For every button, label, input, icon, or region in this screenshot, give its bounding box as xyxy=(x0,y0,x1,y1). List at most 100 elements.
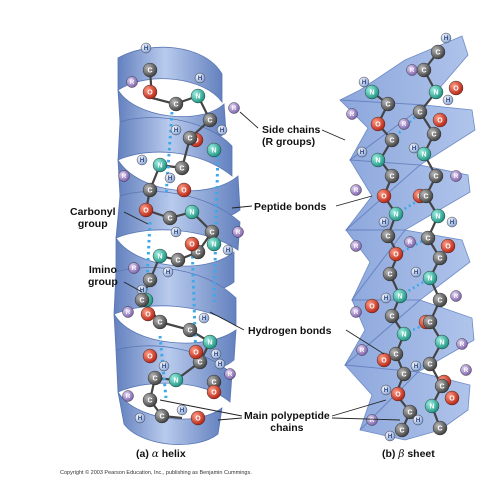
carbon-atom: C xyxy=(134,292,150,308)
hydrogen-atom: H xyxy=(222,244,234,256)
r-group-atom-symbol: R xyxy=(228,372,233,378)
carbon-atom: C xyxy=(142,272,158,288)
hydrogen-atom-symbol: H xyxy=(162,364,166,370)
carbon-atom-symbol: C xyxy=(417,110,422,117)
r-group-atom-symbol: R xyxy=(354,310,359,316)
hydrogen-atom: H xyxy=(410,360,422,372)
oxygen-atom-symbol: O xyxy=(381,358,387,365)
carbon-atom-symbol: C xyxy=(157,320,162,327)
carbon-atom: C xyxy=(147,370,163,386)
r-group-atom-symbol: R xyxy=(460,342,465,348)
hydrogen-atom: H xyxy=(164,172,176,184)
r-group-atom: R xyxy=(346,108,358,120)
carbon-atom: C xyxy=(162,210,178,226)
nitrogen-atom-symbol: N xyxy=(157,254,162,261)
oxygen-atom-symbol: O xyxy=(449,396,455,403)
carbon-atom: C xyxy=(142,392,158,408)
beta-sheet-folds xyxy=(339,99,427,431)
oxygen-atom: O xyxy=(388,246,404,262)
r-group-atom: R xyxy=(406,64,418,76)
nitrogen-atom-symbol: N xyxy=(433,90,438,97)
oxygen-atom: O xyxy=(184,236,200,252)
carbon-atom-symbol: C xyxy=(385,102,390,109)
carbon-atom: C xyxy=(202,112,218,128)
hydrogen-atom-symbol: H xyxy=(140,288,144,294)
oxygen-atom: O xyxy=(364,298,380,314)
carbon-atom: C xyxy=(416,62,432,78)
carbon-atom-symbol: C xyxy=(389,174,394,181)
hydrogen-atom: H xyxy=(162,266,174,278)
carbon-atom: C xyxy=(432,292,448,308)
nitrogen-atom: N xyxy=(364,84,380,100)
caption-a-symbol: α xyxy=(151,448,159,460)
r-group-atom-symbol: R xyxy=(236,230,241,236)
carbon-atom-symbol: C xyxy=(179,166,184,173)
nitrogen-atom-symbol: N xyxy=(427,276,432,283)
hydrogen-atom: H xyxy=(412,414,424,426)
oxygen-atom: O xyxy=(390,386,406,402)
copyright-notice: Copyright © 2003 Pearson Education, Inc.… xyxy=(60,470,252,476)
carbon-atom: C xyxy=(182,322,198,338)
carbon-atom-symbol: C xyxy=(147,68,152,75)
carbon-atom-symbol: C xyxy=(147,188,152,195)
r-group-atom-symbol: R xyxy=(126,394,131,400)
carbon-atom: C xyxy=(432,250,448,266)
carbon-atom-symbol: C xyxy=(139,298,144,305)
nitrogen-atom-symbol: N xyxy=(207,340,212,347)
hydrogen-atom-symbol: H xyxy=(362,80,366,86)
carbon-atom-symbol: C xyxy=(385,234,390,241)
carbon-atom-symbol: C xyxy=(195,250,200,257)
carbon-atom: C xyxy=(380,96,396,112)
r-group-atom: R xyxy=(126,76,138,88)
label-hydrogen-bonds: Hydrogen bonds xyxy=(248,325,332,337)
r-group-atom-symbol: R xyxy=(354,244,359,250)
hydrogen-atom: H xyxy=(442,94,454,106)
carbon-atom-symbol: C xyxy=(389,314,394,321)
hydrogen-atom-symbol: H xyxy=(168,176,172,182)
nitrogen-atom-symbol: N xyxy=(421,152,426,159)
carbon-atom: C xyxy=(394,422,410,438)
r-group-atom-symbol: R xyxy=(410,68,415,74)
r-group-atom: R xyxy=(460,364,472,376)
carbon-atom: C xyxy=(418,188,434,204)
nitrogen-atom-symbol: N xyxy=(211,242,216,249)
nitrogen-atom-symbol: N xyxy=(189,210,194,217)
caption-b-suffix: sheet xyxy=(404,448,435,460)
hydrogen-atom-symbol: H xyxy=(144,46,148,52)
carbon-atom-symbol: C xyxy=(439,384,444,391)
carbon-atom: C xyxy=(428,168,444,184)
oxygen-atom: O xyxy=(142,348,158,364)
oxygen-atom: O xyxy=(376,188,392,204)
hydrogen-atom-symbol: H xyxy=(414,364,418,370)
nitrogen-atom-symbol: N xyxy=(439,340,444,347)
oxygen-atom-symbol: O xyxy=(147,90,153,97)
carbon-atom-symbol: C xyxy=(387,272,392,279)
hydrogen-atom: H xyxy=(410,266,422,278)
nitrogen-atom-symbol: N xyxy=(195,94,200,101)
r-group-atom: R xyxy=(350,306,362,318)
r-group-atom: R xyxy=(232,226,244,238)
oxygen-atom-symbol: O xyxy=(195,416,201,423)
r-group-atom-symbol: R xyxy=(130,80,135,86)
carbon-atom: C xyxy=(426,126,442,142)
hydrogen-atom-symbol: H xyxy=(412,146,416,152)
oxygen-atom-symbol: O xyxy=(453,86,459,93)
nitrogen-atom-symbol: N xyxy=(157,163,162,170)
carbon-atom: C xyxy=(434,378,450,394)
r-group-atom: R xyxy=(350,184,362,196)
hydrogen-atom-symbol: H xyxy=(140,158,144,164)
carbon-atom: C xyxy=(388,346,404,362)
carbon-atom: C xyxy=(382,266,398,282)
r-group-atom-symbol: R xyxy=(232,106,237,112)
nitrogen-atom-symbol: N xyxy=(393,212,398,219)
oxygen-atom-symbol: O xyxy=(193,350,199,357)
nitrogen-atom-symbol: N xyxy=(369,90,374,97)
carbon-atom-symbol: C xyxy=(211,380,216,387)
nitrogen-atom: N xyxy=(396,326,412,342)
hydrogen-atom: H xyxy=(380,292,392,304)
hydrogen-atom: H xyxy=(214,358,226,370)
hydrogen-atom: H xyxy=(358,76,370,88)
r-group-atom: R xyxy=(404,236,416,248)
nitrogen-atom-symbol: N xyxy=(429,404,434,411)
r-group-atom: R xyxy=(350,240,362,252)
